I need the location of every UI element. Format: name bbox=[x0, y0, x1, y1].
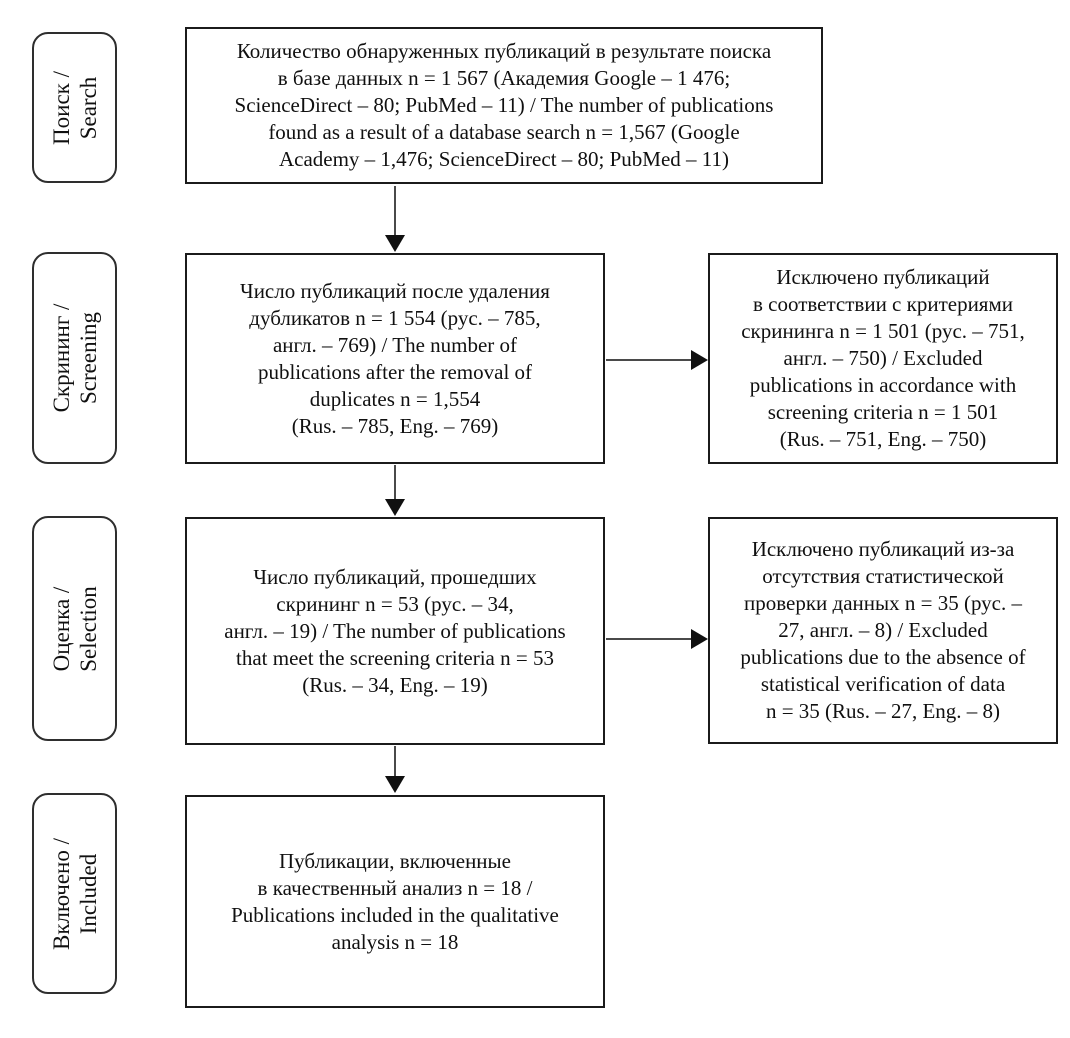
box-excluded-no-statistical-verification: Исключено публикаций из-за отсутствия ст… bbox=[708, 517, 1058, 744]
arrow-right-selection-to-excluded bbox=[606, 629, 708, 649]
stage-search: Поиск / Search bbox=[32, 32, 117, 183]
arrow-head-icon bbox=[385, 499, 405, 516]
arrow-line bbox=[394, 465, 396, 502]
stage-included-label: Включено / Included bbox=[48, 837, 101, 950]
stage-screening: Скрининг / Screening bbox=[32, 252, 117, 464]
stage-included: Включено / Included bbox=[32, 793, 117, 994]
stage-search-label: Поиск / Search bbox=[48, 70, 101, 145]
arrow-line bbox=[394, 186, 396, 238]
box-excluded-by-screening-criteria: Исключено публикаций в соответствии с кр… bbox=[708, 253, 1058, 464]
arrow-down-search-to-screening bbox=[385, 186, 405, 252]
arrow-head-icon bbox=[691, 350, 708, 370]
arrow-head-icon bbox=[385, 235, 405, 252]
arrow-right-screening-to-excluded bbox=[606, 350, 708, 370]
box-after-duplicates-removed: Число публикаций после удаления дубликат… bbox=[185, 253, 605, 464]
box-included-in-analysis: Публикации, включенные в качественный ан… bbox=[185, 795, 605, 1008]
arrow-line bbox=[606, 638, 694, 640]
stage-screening-label: Скрининг / Screening bbox=[48, 303, 101, 413]
arrow-head-icon bbox=[385, 776, 405, 793]
arrow-head-icon bbox=[691, 629, 708, 649]
arrow-line bbox=[606, 359, 694, 361]
box-passed-screening: Число публикаций, прошедших скрининг n =… bbox=[185, 517, 605, 745]
stage-selection: Оценка / Selection bbox=[32, 516, 117, 741]
box-search-results: Количество обнаруженных публикаций в рез… bbox=[185, 27, 823, 184]
arrow-down-selection-to-included bbox=[385, 746, 405, 793]
arrow-line bbox=[394, 746, 396, 779]
arrow-down-screening-to-selection bbox=[385, 465, 405, 516]
stage-selection-label: Оценка / Selection bbox=[48, 585, 101, 672]
